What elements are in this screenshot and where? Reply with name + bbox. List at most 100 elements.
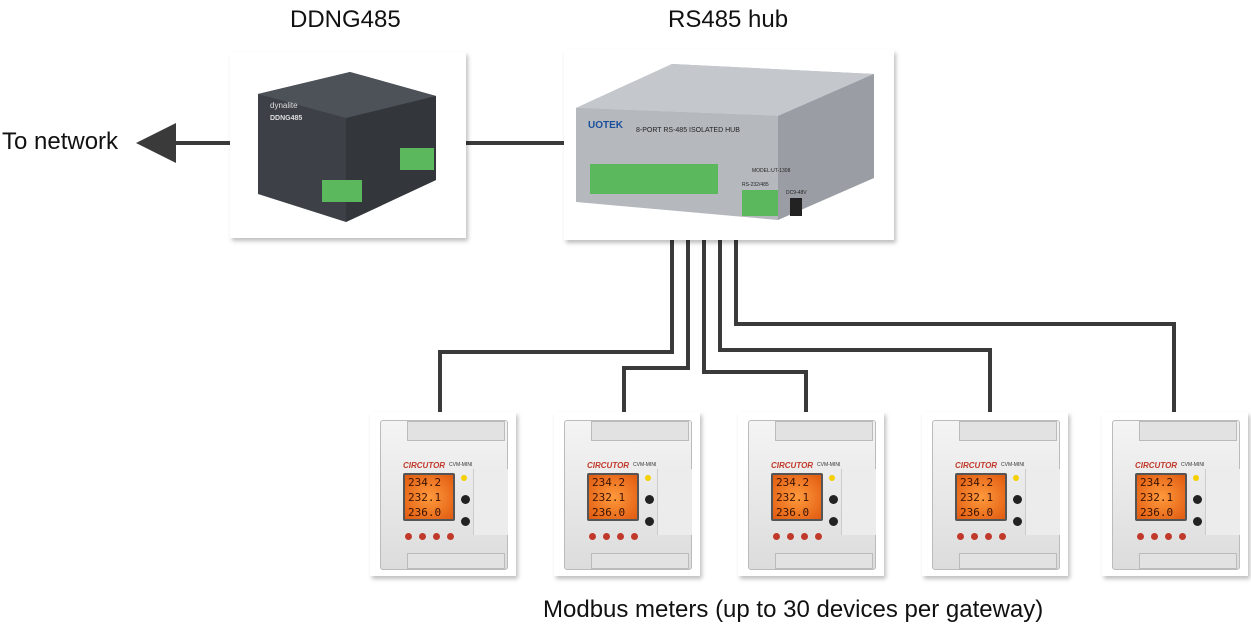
meter-reading: 232.1 bbox=[960, 491, 994, 504]
wire-meter-5 bbox=[734, 240, 1176, 412]
meter-button bbox=[1165, 533, 1172, 540]
meter-reading: 232.1 bbox=[408, 491, 442, 504]
meter-knob bbox=[1013, 517, 1022, 526]
meter-reading: 232.1 bbox=[1140, 491, 1174, 504]
meter-led bbox=[645, 475, 651, 481]
gateway-model: DDNG485 bbox=[270, 115, 302, 122]
meter-knob bbox=[461, 495, 470, 504]
meter-led bbox=[461, 475, 467, 481]
meter-body: CIRCUTOR CVM-MINI 234.2 232.1 236.0 bbox=[748, 420, 876, 570]
meter-knob bbox=[1013, 495, 1022, 504]
meter-top-terminals bbox=[591, 421, 689, 441]
meter-button bbox=[603, 533, 610, 540]
meter-brand: CIRCUTOR bbox=[403, 461, 446, 470]
network-label: To network bbox=[2, 128, 119, 155]
meter-reading: 236.0 bbox=[776, 506, 810, 519]
meter-button bbox=[405, 533, 412, 540]
meter-top-terminals bbox=[959, 421, 1057, 441]
meter-model: CVM-MINI bbox=[1001, 462, 1025, 468]
meter-reading: 234.2 bbox=[592, 476, 626, 489]
meter-knob bbox=[645, 517, 654, 526]
meter-display: 234.2 232.1 236.0 bbox=[955, 473, 1007, 521]
meter-bottom-terminals bbox=[959, 553, 1057, 569]
meter-brand: CIRCUTOR bbox=[955, 461, 998, 470]
meter-reading: 232.1 bbox=[776, 491, 810, 504]
meter-body: CIRCUTOR CVM-MINI 234.2 232.1 236.0 bbox=[1112, 420, 1240, 570]
meters-label: Modbus meters (up to 30 devices per gate… bbox=[543, 596, 1044, 623]
meter-reading: 234.2 bbox=[776, 476, 810, 489]
meter-body: CIRCUTOR CVM-MINI 234.2 232.1 236.0 bbox=[380, 420, 508, 570]
meter-button bbox=[1137, 533, 1144, 540]
meter-body: CIRCUTOR CVM-MINI 234.2 232.1 236.0 bbox=[564, 420, 692, 570]
meter-reading: 236.0 bbox=[592, 506, 626, 519]
meter-button bbox=[815, 533, 822, 540]
meter-knob bbox=[461, 517, 470, 526]
hub-port-label: RS-232/485 bbox=[742, 182, 769, 188]
meter-reading: 236.0 bbox=[408, 506, 442, 519]
meter-knob bbox=[645, 495, 654, 504]
meter-model: CVM-MINI bbox=[449, 462, 473, 468]
meter-display: 234.2 232.1 236.0 bbox=[403, 473, 455, 521]
meter: CIRCUTOR CVM-MINI 234.2 232.1 236.0 bbox=[738, 412, 884, 576]
meter-side-panel bbox=[1205, 469, 1240, 535]
meter-button bbox=[787, 533, 794, 540]
hub-device: UOTEK 8-PORT RS-485 ISOLATED HUB MODEL:U… bbox=[564, 50, 894, 240]
meter-knob bbox=[829, 495, 838, 504]
meter-model: CVM-MINI bbox=[817, 462, 841, 468]
meter-top-terminals bbox=[407, 421, 505, 441]
meter-brand: CIRCUTOR bbox=[1135, 461, 1178, 470]
meter-button bbox=[1179, 533, 1186, 540]
gateway-brand: dynalite bbox=[270, 101, 298, 110]
meter-side-panel bbox=[841, 469, 876, 535]
meter-display: 234.2 232.1 236.0 bbox=[771, 473, 823, 521]
gateway-image: dynalite DDNG485 bbox=[258, 72, 436, 222]
meter-button bbox=[985, 533, 992, 540]
meter-side-panel bbox=[473, 469, 508, 535]
meter-top-terminals bbox=[775, 421, 873, 441]
meter-button bbox=[589, 533, 596, 540]
gateway-label: DDNG485 bbox=[290, 6, 401, 33]
meter-bottom-terminals bbox=[1139, 553, 1237, 569]
meter-button bbox=[971, 533, 978, 540]
meter-reading: 234.2 bbox=[408, 476, 442, 489]
hub-model: MODEL:UT-1308 bbox=[752, 168, 791, 174]
meter: CIRCUTOR CVM-MINI 234.2 232.1 236.0 bbox=[370, 412, 516, 576]
meter-bottom-terminals bbox=[591, 553, 689, 569]
meter-button bbox=[957, 533, 964, 540]
meter-reading: 232.1 bbox=[592, 491, 626, 504]
hub-title: 8-PORT RS-485 ISOLATED HUB bbox=[636, 127, 740, 134]
meter: CIRCUTOR CVM-MINI 234.2 232.1 236.0 bbox=[922, 412, 1068, 576]
gateway-device: dynalite DDNG485 bbox=[230, 52, 466, 238]
meter-button bbox=[447, 533, 454, 540]
wire-meter-2 bbox=[622, 240, 690, 412]
hub-power-label: DC9-48V bbox=[786, 190, 807, 196]
meter-display: 234.2 232.1 236.0 bbox=[1135, 473, 1187, 521]
meter-model: CVM-MINI bbox=[1181, 462, 1205, 468]
meter-reading: 236.0 bbox=[960, 506, 994, 519]
meter-bottom-terminals bbox=[775, 553, 873, 569]
meter-reading: 236.0 bbox=[1140, 506, 1174, 519]
meter-bottom-terminals bbox=[407, 553, 505, 569]
meter-reading: 234.2 bbox=[1140, 476, 1174, 489]
meter: CIRCUTOR CVM-MINI 234.2 232.1 236.0 bbox=[554, 412, 700, 576]
meter: CIRCUTOR CVM-MINI 234.2 232.1 236.0 bbox=[1102, 412, 1248, 576]
meter-knob bbox=[1193, 495, 1202, 504]
wire-meter-1 bbox=[438, 240, 674, 412]
meter-body: CIRCUTOR CVM-MINI 234.2 232.1 236.0 bbox=[932, 420, 1060, 570]
meter-display: 234.2 232.1 236.0 bbox=[587, 473, 639, 521]
meter-top-terminals bbox=[1139, 421, 1237, 441]
meter-led bbox=[829, 475, 835, 481]
meter-knob bbox=[829, 517, 838, 526]
meter-button bbox=[999, 533, 1006, 540]
meter-led bbox=[1193, 475, 1199, 481]
meter-brand: CIRCUTOR bbox=[587, 461, 630, 470]
meter-led bbox=[1013, 475, 1019, 481]
meter-button bbox=[801, 533, 808, 540]
hub-label: RS485 hub bbox=[668, 6, 789, 33]
hub-image: UOTEK 8-PORT RS-485 ISOLATED HUB MODEL:U… bbox=[576, 64, 874, 220]
meter-button bbox=[773, 533, 780, 540]
meter-button bbox=[419, 533, 426, 540]
meter-button bbox=[433, 533, 440, 540]
meter-button bbox=[631, 533, 638, 540]
